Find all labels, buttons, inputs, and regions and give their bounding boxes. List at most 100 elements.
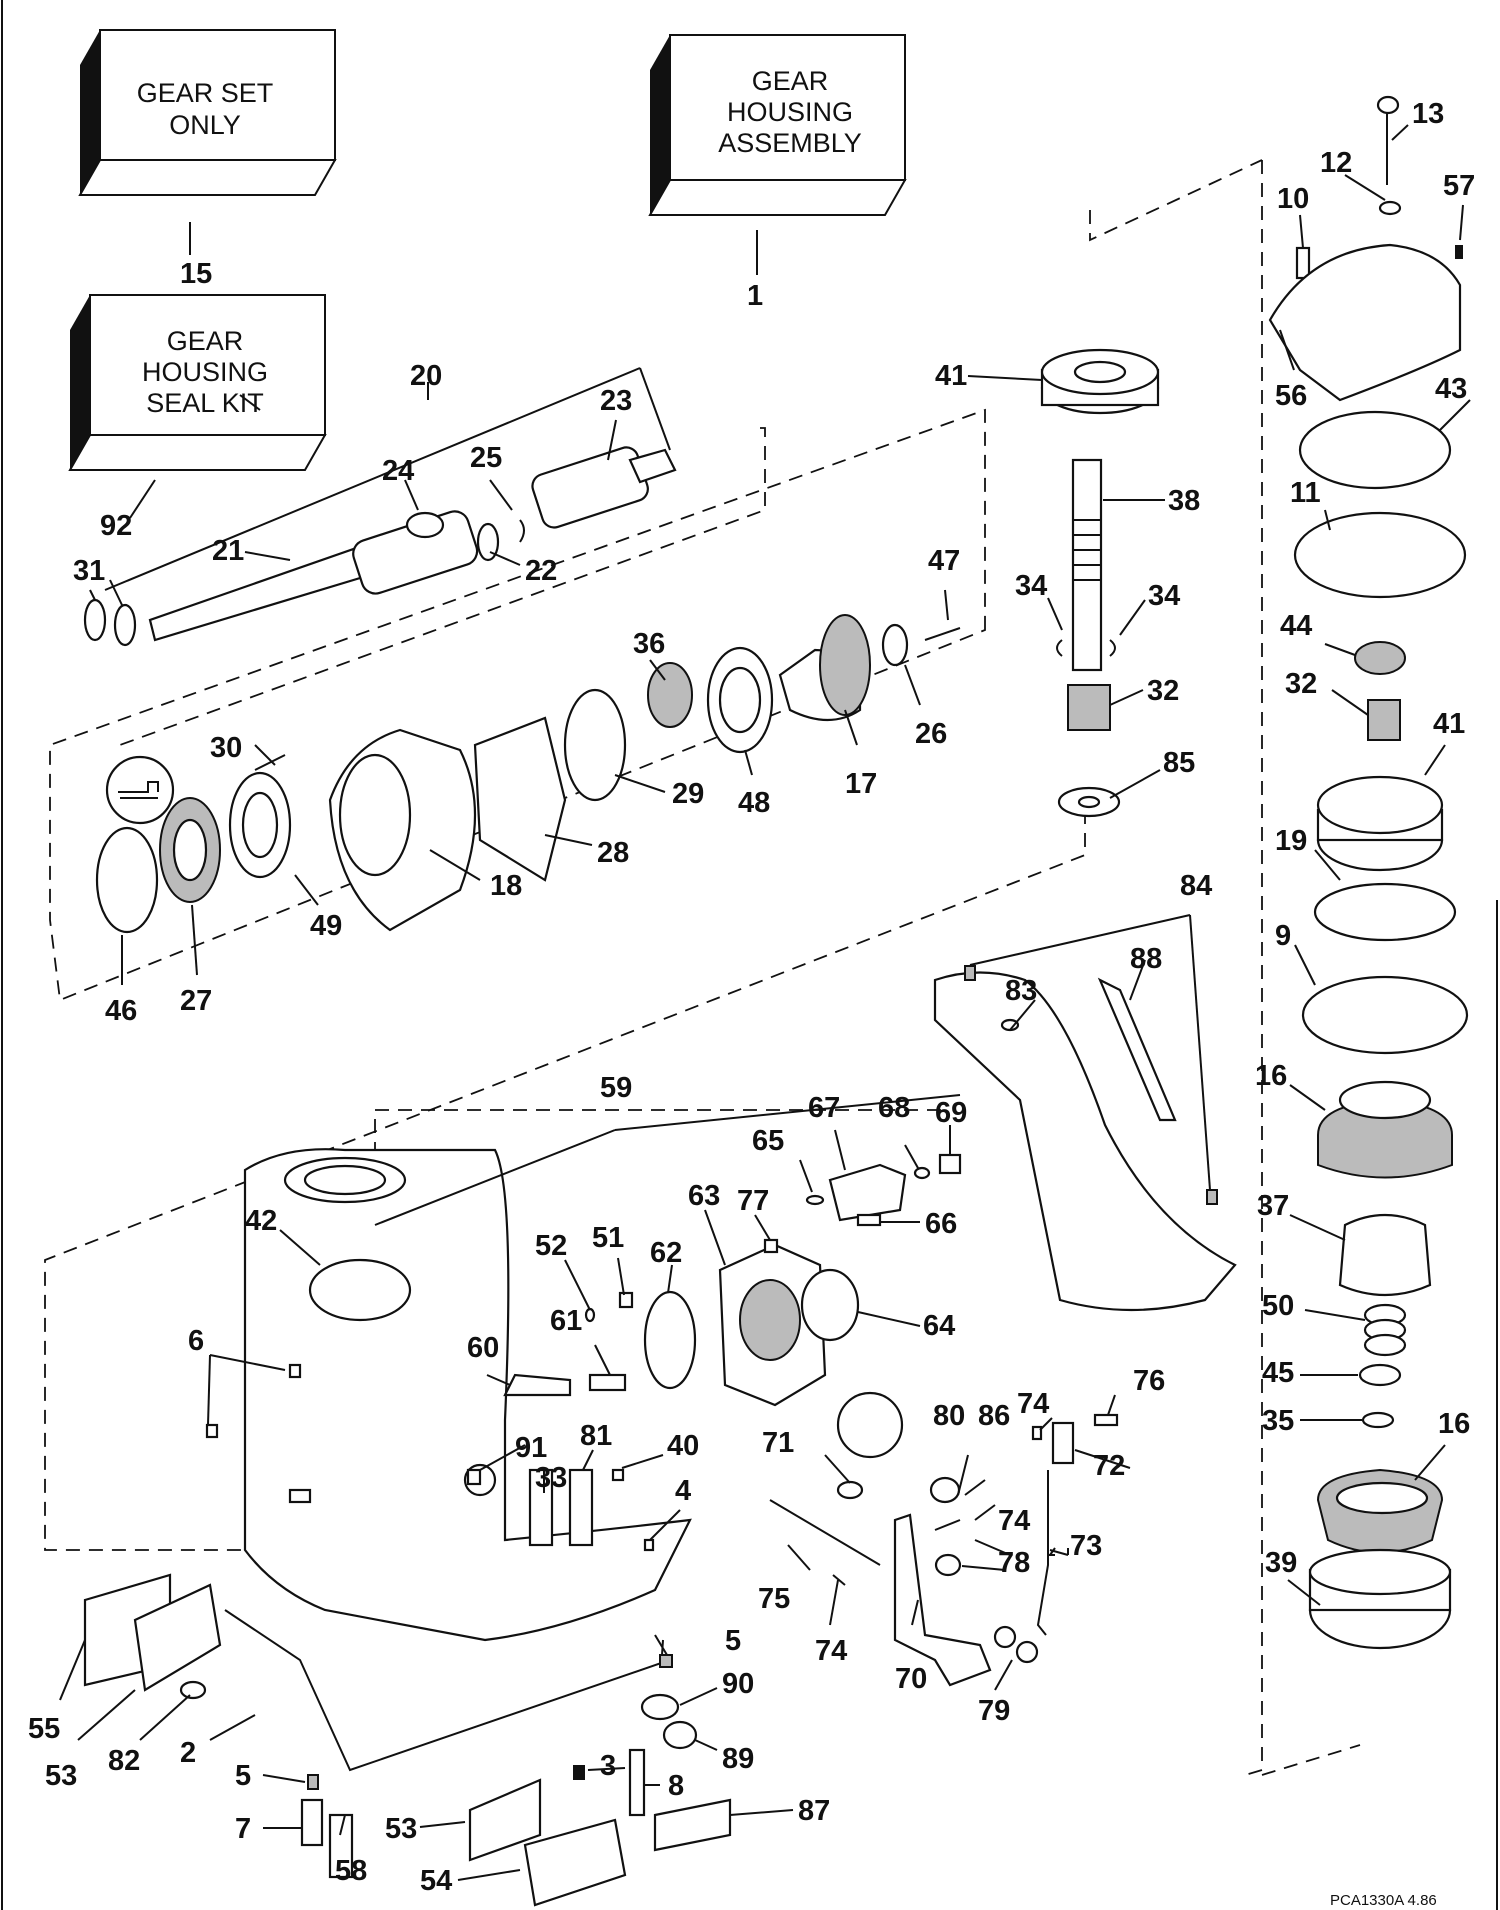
nut-79-a bbox=[993, 1625, 1017, 1649]
label-52: 52 bbox=[535, 1230, 567, 1262]
label-63: 63 bbox=[688, 1180, 720, 1212]
washer-45 bbox=[1358, 1363, 1402, 1387]
pin-66 bbox=[856, 1213, 882, 1227]
label-51: 51 bbox=[592, 1222, 624, 1254]
label-74-bottom: 74 bbox=[815, 1635, 847, 1667]
yoke-23 bbox=[531, 446, 649, 529]
label-53-bottom: 53 bbox=[385, 1813, 417, 1845]
label-39: 39 bbox=[1265, 1547, 1297, 1579]
pin-76 bbox=[1093, 1413, 1119, 1427]
clip-34-b bbox=[1109, 639, 1116, 657]
label-36: 36 bbox=[633, 628, 665, 660]
label-62: 62 bbox=[650, 1237, 682, 1269]
oring-31-b bbox=[113, 603, 137, 647]
fairing-group bbox=[933, 965, 1237, 1312]
oring-29 bbox=[563, 688, 627, 802]
nut-79-b bbox=[1015, 1640, 1039, 1664]
gear-housing-line3: ASSEMBLY bbox=[718, 128, 862, 158]
spring-8 bbox=[628, 1748, 646, 1817]
plate-87 bbox=[653, 1798, 732, 1852]
oring-12 bbox=[1378, 200, 1402, 216]
pinion-group-outline bbox=[49, 408, 986, 1002]
bracket-20-b bbox=[639, 367, 671, 451]
label-30: 30 bbox=[210, 732, 242, 764]
label-60: 60 bbox=[467, 1332, 499, 1364]
label-29: 29 bbox=[672, 778, 704, 810]
screen-33 bbox=[528, 1468, 554, 1547]
plate-53-top bbox=[133, 1583, 222, 1692]
link-73 bbox=[1036, 1470, 1049, 1636]
label-2: 2 bbox=[180, 1737, 196, 1769]
label-67: 67 bbox=[808, 1092, 840, 1124]
label-79: 79 bbox=[978, 1695, 1010, 1727]
label-64: 64 bbox=[923, 1310, 955, 1342]
label-23: 23 bbox=[600, 385, 632, 417]
pin-65 bbox=[805, 1194, 825, 1206]
plug-4 bbox=[643, 1538, 655, 1552]
label-4: 4 bbox=[675, 1475, 691, 1507]
needle-bearing-32 bbox=[1067, 684, 1111, 731]
label-5-left: 5 bbox=[235, 1760, 251, 1792]
oring-43 bbox=[1298, 410, 1452, 490]
cover-56 bbox=[1268, 243, 1462, 402]
gasket-11 bbox=[1293, 511, 1467, 599]
label-84: 84 bbox=[1180, 870, 1212, 902]
label-28: 28 bbox=[597, 837, 629, 869]
right-dashed-bottom bbox=[1261, 1744, 1361, 1776]
part-number-labels: 15 1 92 20 23 24 25 21 22 31 47 36 30 26… bbox=[28, 98, 1475, 1897]
label-55: 55 bbox=[28, 1713, 60, 1745]
plug-89 bbox=[662, 1720, 698, 1750]
label-92: 92 bbox=[100, 510, 132, 542]
label-21: 21 bbox=[212, 535, 244, 567]
plate-53-bottom bbox=[468, 1778, 542, 1862]
label-17: 17 bbox=[845, 768, 877, 800]
oring-9 bbox=[1301, 975, 1469, 1055]
label-41-right: 41 bbox=[1433, 708, 1465, 740]
label-38: 38 bbox=[1168, 485, 1200, 517]
fairing-83 bbox=[933, 971, 1237, 1312]
label-22: 22 bbox=[525, 555, 557, 587]
screw-30 bbox=[254, 754, 286, 771]
label-10: 10 bbox=[1277, 183, 1309, 215]
label-77: 77 bbox=[737, 1185, 769, 1217]
label-27: 27 bbox=[180, 985, 212, 1017]
label-59: 59 bbox=[600, 1072, 632, 1104]
oring-42 bbox=[308, 1258, 412, 1322]
label-25: 25 bbox=[470, 442, 502, 474]
warning-symbol-1 bbox=[105, 755, 175, 825]
plug-5 bbox=[307, 1774, 319, 1790]
vertical-driveshaft-group bbox=[1040, 348, 1160, 818]
clip-34-a bbox=[1056, 639, 1063, 657]
screw-10 bbox=[1295, 246, 1311, 280]
pin-74a bbox=[1031, 1425, 1043, 1441]
label-74-mid: 74 bbox=[998, 1505, 1030, 1537]
washer-80 bbox=[929, 1476, 961, 1504]
bearing-32-right bbox=[1367, 699, 1401, 741]
label-46: 46 bbox=[105, 995, 137, 1027]
bolt-47 bbox=[924, 627, 961, 641]
shift-group-outline bbox=[374, 1109, 950, 1225]
gear-housing-seal-kit-box: GEAR HOUSING SEAL KIT bbox=[68, 294, 327, 471]
label-87: 87 bbox=[798, 1795, 830, 1827]
screw-69 bbox=[938, 1153, 962, 1175]
label-69: 69 bbox=[935, 1097, 967, 1129]
plug-5b bbox=[659, 1654, 673, 1668]
bracket-20-a bbox=[104, 367, 641, 591]
label-37: 37 bbox=[1257, 1190, 1289, 1222]
label-32-right: 32 bbox=[1285, 668, 1317, 700]
driveshaft-group-outline bbox=[119, 427, 766, 746]
label-66: 66 bbox=[925, 1208, 957, 1240]
leader-lines bbox=[59, 124, 1471, 1881]
label-18: 18 bbox=[490, 870, 522, 902]
pin-74c bbox=[832, 1574, 846, 1586]
shift-linkage-group bbox=[769, 1413, 1119, 1687]
label-57: 57 bbox=[1443, 170, 1475, 202]
cross-24 bbox=[405, 511, 445, 539]
label-49: 49 bbox=[310, 910, 342, 942]
screw-40 bbox=[611, 1468, 625, 1482]
shaft-21 bbox=[148, 543, 382, 642]
label-68: 68 bbox=[878, 1092, 910, 1124]
plug-6-a bbox=[205, 1423, 219, 1439]
label-32-mid: 32 bbox=[1147, 675, 1179, 707]
